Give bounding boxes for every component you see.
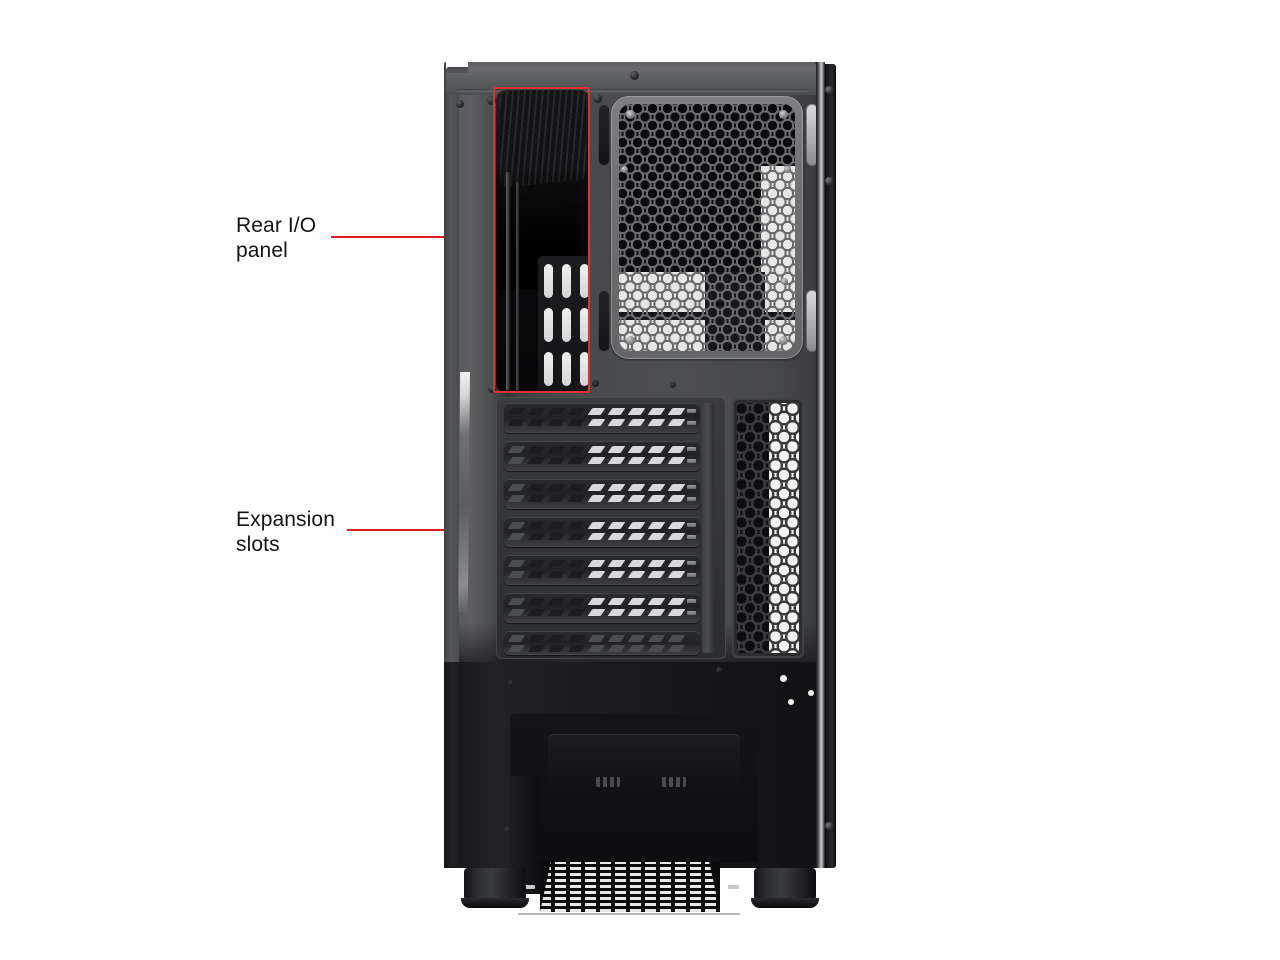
rear-io-slot: [580, 264, 589, 298]
expansion-slot-cover[interactable]: [504, 517, 700, 547]
fan-grille-screw: [779, 110, 788, 119]
expansion-slot-rail: [702, 403, 714, 653]
expansion-slot-cover[interactable]: [504, 479, 700, 509]
rear-io-slot: [562, 352, 571, 386]
side-slot-vent: [806, 104, 818, 166]
fan-grille-screw: [626, 110, 635, 119]
psu-grille-columns: [540, 862, 720, 912]
expansion-slot-cover[interactable]: [504, 441, 700, 471]
case-left-edge-reflection: [458, 372, 470, 612]
callout-label-rear-io-line1: Rear I/O: [236, 214, 317, 237]
case-screw: [456, 100, 464, 108]
fan-grille-screw: [621, 166, 628, 173]
psu-connector: [596, 777, 620, 787]
expansion-slot-bay: [496, 397, 726, 659]
case-screw: [508, 680, 514, 686]
case-indicator-dot: [780, 675, 787, 682]
power-supply-unit: [548, 734, 740, 800]
callout-label-expansion-line2: slots: [236, 533, 280, 556]
expansion-slot-cover[interactable]: [504, 631, 700, 655]
rear-io-highlight-rectangle: [493, 87, 590, 393]
case-screw: [504, 826, 511, 833]
case-top-notch-inner: [446, 67, 468, 73]
pc-case-rear-view: [444, 62, 836, 915]
expansion-slot-cover[interactable]: [504, 593, 700, 623]
rear-io-slot: [580, 352, 589, 386]
honeycomb-pattern: [737, 403, 799, 653]
case-top-screw: [630, 71, 639, 80]
rear-io-slot: [562, 308, 571, 342]
fan-grille-screw: [626, 336, 635, 345]
fan-grille-screw: [779, 336, 788, 345]
fan-grille-screw: [784, 166, 791, 173]
case-screw: [488, 384, 497, 393]
case-indicator-dot: [788, 699, 794, 705]
rear-io-slot: [580, 308, 589, 342]
expansion-slot-cover[interactable]: [504, 403, 700, 433]
fan-grille-screw: [781, 278, 788, 285]
psu-tick-mark: [524, 885, 535, 889]
case-screw: [592, 380, 599, 387]
case-indicator-dot: [808, 690, 814, 696]
case-screw: [670, 382, 676, 388]
psu-tick-mark: [728, 885, 739, 889]
rear-io-slot: [562, 264, 571, 298]
case-top-notch: [446, 62, 468, 70]
case-screw: [593, 94, 602, 103]
expansion-slot-cover[interactable]: [504, 555, 700, 585]
vertical-honeycomb-vent: [732, 398, 804, 658]
case-top-rail-groove: [456, 89, 808, 92]
side-panel-screw[interactable]: [825, 86, 833, 94]
side-slot-vent: [598, 290, 610, 352]
vertical-vent-mesh: [737, 403, 799, 653]
honeycomb-pattern: [619, 104, 795, 351]
callout-label-expansion-line1: Expansion: [236, 508, 335, 531]
rear-io-vertical-rail: [516, 182, 519, 390]
rear-io-slot: [544, 308, 553, 342]
exhaust-fan-grille: [611, 96, 803, 359]
side-panel-screw[interactable]: [825, 177, 833, 185]
rear-io-opening: [496, 90, 590, 393]
side-panel-screw[interactable]: [825, 822, 833, 830]
side-slot-vent: [806, 290, 818, 352]
case-screw: [487, 96, 496, 105]
case-screw: [716, 667, 722, 673]
rear-io-vertical-rail: [506, 172, 510, 390]
rear-io-slot: [544, 264, 553, 298]
leader-line-rear-io: [331, 236, 495, 238]
case-foot-base: [751, 898, 819, 908]
case-foot-base: [461, 898, 529, 908]
case-left-edge-lower: [444, 662, 459, 866]
case-bottom-edge-line: [518, 913, 740, 915]
callout-label-rear-io-line2: panel: [236, 239, 288, 262]
side-panel-outer-edge: [825, 64, 836, 868]
side-slot-vent: [598, 104, 610, 166]
fan-grille-mesh: [619, 104, 795, 351]
psu-ventilation-grille: [540, 862, 720, 912]
side-panel-edge: [816, 62, 825, 868]
rear-io-slot: [544, 352, 553, 386]
psu-connector: [662, 777, 686, 787]
rear-io-slot-plate: [538, 256, 590, 390]
